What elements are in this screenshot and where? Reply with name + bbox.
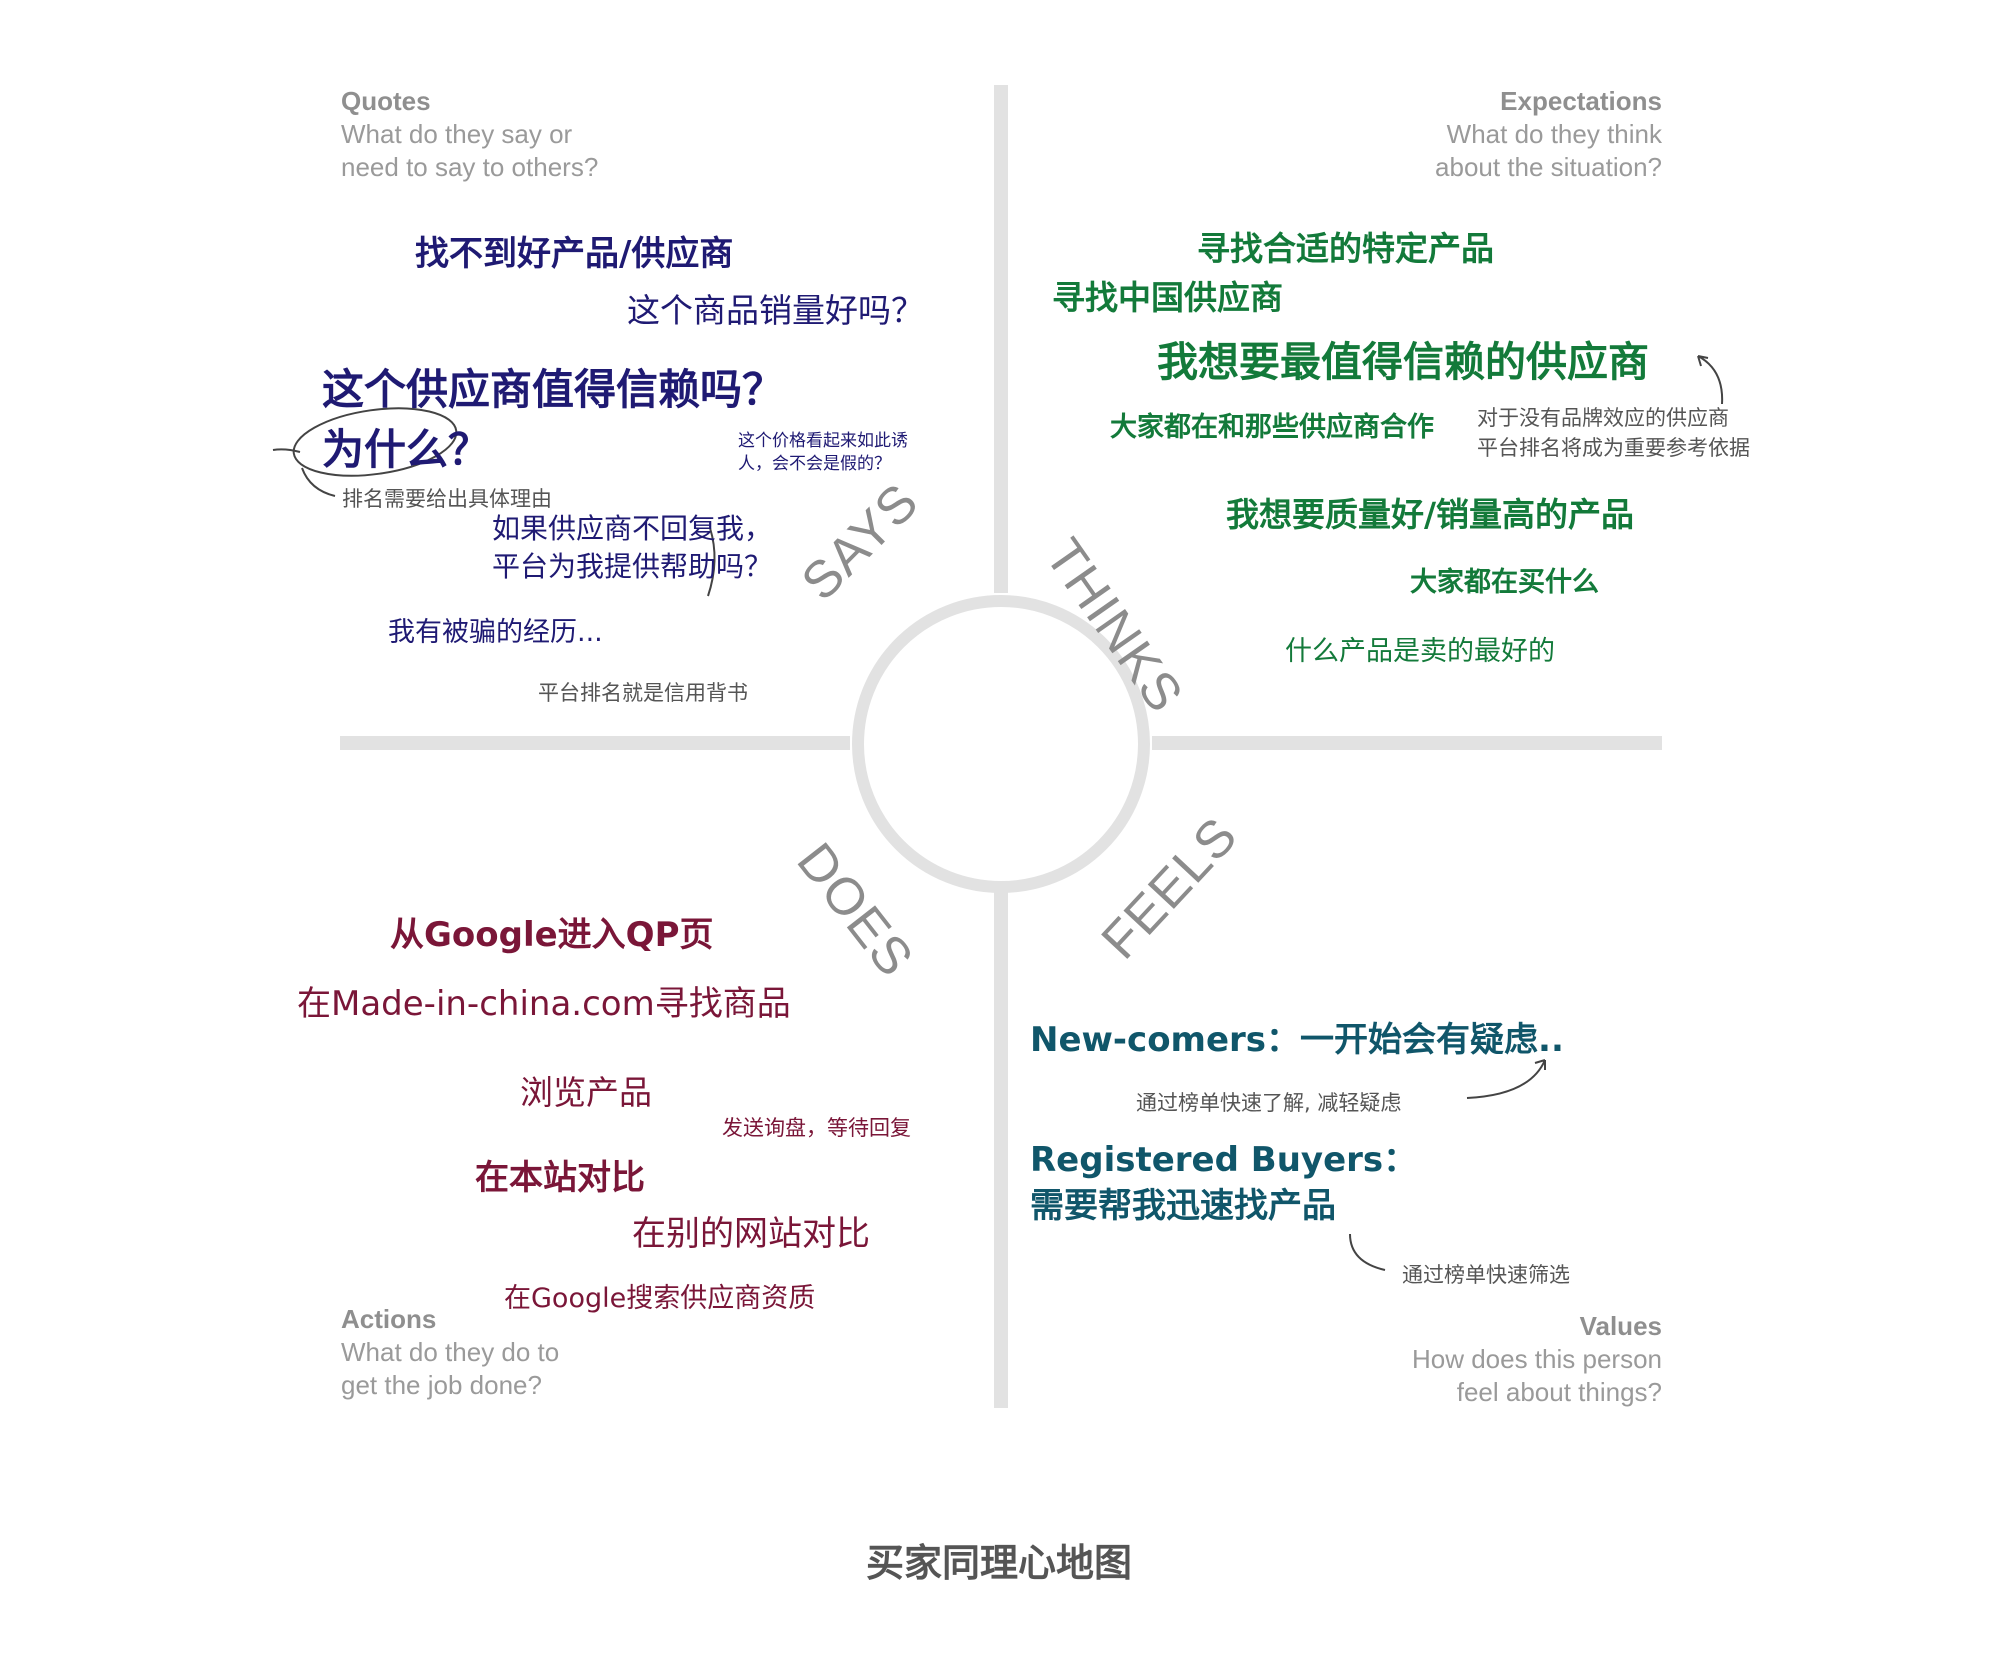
page-caption: 买家同理心地图 <box>866 1541 1133 1585</box>
says-item-highlight: 这个供应商值得信赖吗？ <box>322 365 785 414</box>
highlight-ellipse <box>292 407 458 477</box>
thinks-item: 大家都在和那些供应商合作 <box>1110 412 1434 443</box>
says-item-small: 这个价格看起来如此诱 人，会不会是假的？ <box>738 430 908 476</box>
says-item-line: 如果供应商不回复我， <box>492 512 773 545</box>
says-item-line: 平台为我提供帮助吗？ <box>492 550 773 583</box>
header-values: Values How does this person feel about t… <box>1412 1310 1662 1409</box>
feels-note: 通过榜单快速筛选 <box>1402 1263 1570 1287</box>
header-expectations: Expectations What do they think about th… <box>1435 85 1662 184</box>
says-note: 平台排名就是信用背书 <box>538 681 748 705</box>
feels-item: New-comers：一开始会有疑虑.. <box>1030 1020 1564 1060</box>
does-item: 在Google搜索供应商资质 <box>504 1283 816 1314</box>
thinks-note-line: 对于没有品牌效应的供应商 <box>1477 406 1729 430</box>
says-item-small-line: 人，会不会是假的？ <box>738 454 891 474</box>
thinks-item: 寻找中国供应商 <box>1052 278 1283 317</box>
does-item-small: 发送询盘，等待回复 <box>722 1116 911 1140</box>
header-quotes-title: Quotes <box>341 86 431 116</box>
arrow-newcomer <box>1466 1059 1546 1099</box>
says-item: 我有被骗的经历... <box>388 617 603 648</box>
arrow-credit <box>707 527 716 597</box>
feels-item-line: Registered Buyers： <box>1030 1140 1418 1180</box>
does-item: 在别的网站对比 <box>632 1214 870 1254</box>
header-quotes-line2: need to say to others? <box>341 152 599 182</box>
thinks-item: 我想要质量好/销量高的产品 <box>1226 495 1635 534</box>
header-expectations-line2: about the situation? <box>1435 152 1662 182</box>
header-values-line2: feel about things? <box>1456 1377 1662 1407</box>
header-quotes-line1: What do they say or <box>341 119 573 149</box>
says-item: 找不到好产品/供应商 <box>415 234 734 274</box>
header-actions-line2: get the job done? <box>341 1370 542 1400</box>
thinks-item: 大家都在买什么 <box>1410 567 1599 598</box>
horizontal-axis-left <box>340 736 850 750</box>
vertical-axis-top <box>994 85 1008 593</box>
says-item: 这个商品销量好吗？ <box>627 291 924 330</box>
thinks-item-highlight: 我想要最值得信赖的供应商 <box>1157 338 1649 386</box>
header-expectations-line1: What do they think <box>1446 119 1662 149</box>
thinks-note-line: 平台排名将成为重要参考依据 <box>1477 436 1750 460</box>
feels-item-line: 需要帮我迅速找产品 <box>1030 1186 1336 1226</box>
horizontal-axis-right <box>1152 736 1662 750</box>
does-item: 在Made-in-china.com寻找商品 <box>297 984 791 1024</box>
header-actions-title: Actions <box>341 1304 437 1334</box>
center-circle <box>852 595 1150 893</box>
does-item: 浏览产品 <box>520 1073 652 1112</box>
arrow-ranking-reason <box>301 467 336 497</box>
header-values-line1: How does this person <box>1411 1344 1662 1374</box>
header-quotes: Quotes What do they say or need to say t… <box>341 85 598 184</box>
header-values-title: Values <box>1579 1311 1662 1341</box>
header-actions-line1: What do they do to <box>341 1337 560 1367</box>
says-item-highlight: 为什么？ <box>322 425 491 474</box>
thinks-item: 寻找合适的特定产品 <box>1197 229 1494 268</box>
says-note: 排名需要给出具体理由 <box>342 487 552 511</box>
thinks-note: 对于没有品牌效应的供应商 平台排名将成为重要参考依据 <box>1477 403 1750 463</box>
does-item: 从Google进入QP页 <box>390 915 714 955</box>
says-item-small-line: 这个价格看起来如此诱 <box>738 431 908 451</box>
ellipse-tail <box>272 448 301 453</box>
arrow-filter <box>1349 1233 1386 1271</box>
header-actions: Actions What do they do to get the job d… <box>341 1303 559 1402</box>
feels-note: 通过榜单快速了解, 减轻疑虑 <box>1136 1091 1402 1115</box>
vertical-axis-bottom <box>994 888 1008 1408</box>
arrow-brand <box>1697 355 1724 405</box>
says-item: 如果供应商不回复我， 平台为我提供帮助吗？ <box>492 510 772 586</box>
thinks-item: 什么产品是卖的最好的 <box>1285 636 1555 667</box>
header-expectations-title: Expectations <box>1500 86 1662 116</box>
does-item: 在本站对比 <box>475 1158 645 1198</box>
feels-item: Registered Buyers： 需要帮我迅速找产品 <box>1030 1137 1417 1229</box>
